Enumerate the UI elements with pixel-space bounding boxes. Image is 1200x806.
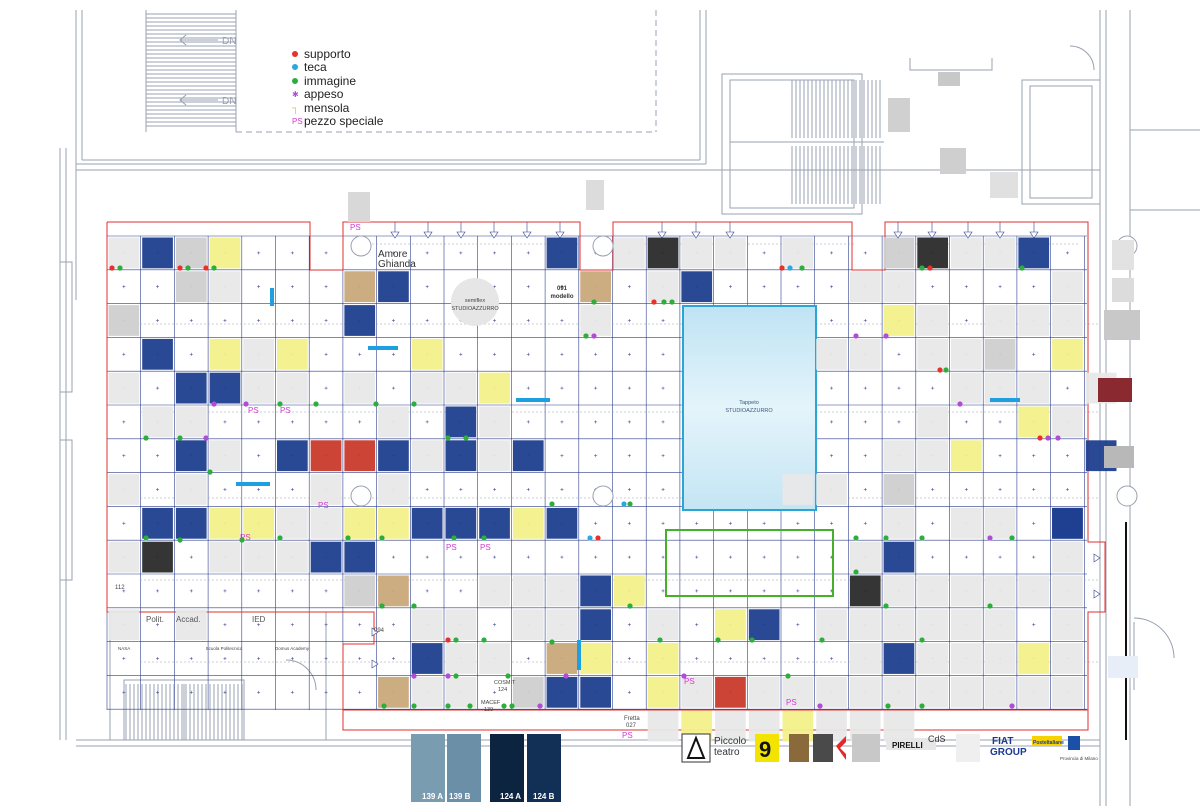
green-area (665, 529, 834, 597)
staircase-bottom (125, 684, 243, 740)
hanging-fixtures (371, 222, 1101, 669)
legend-marker-icon: ┐ (292, 102, 300, 114)
poster-124b: 124 B (533, 792, 555, 801)
ps-marker: PS (280, 406, 291, 415)
legend-label: pezzo speciale (304, 113, 384, 128)
right-side-items (348, 72, 1140, 740)
legend-item: ┐ mensola (292, 100, 383, 115)
piccolo-label-2: teatro (714, 747, 740, 758)
ps-marker: PS (684, 677, 695, 686)
accad-label: Accad. (176, 615, 200, 624)
nasa-label: NASA (118, 646, 130, 651)
label-112: 112 (115, 585, 125, 591)
macef-label: MACEF (481, 700, 501, 706)
semiflex-label-1: semiflex (465, 298, 485, 304)
legend-marker-icon: PS (292, 116, 303, 126)
ghianda-label: Ghianda (378, 259, 416, 270)
semiflex-label-2: STUDIOAZZURRO (451, 306, 499, 312)
ps-marker: PS (480, 543, 491, 552)
poste-logo: PosteItaliane (1033, 740, 1064, 746)
tappeto-label-1: Tappeto (739, 400, 759, 406)
ps-marker: PS (240, 533, 251, 542)
exhibit-thumbnails (108, 237, 1117, 742)
plan-labels: Amore Ghianda 091 modello Polit. Accad. … (115, 249, 640, 729)
legend-label: supporto (304, 47, 351, 61)
poster-124a: 124 A (500, 792, 521, 801)
domus-label: Domus Academy (275, 646, 310, 651)
scuola-label: Scuola Politecnica (206, 646, 243, 651)
ps-marker: PS (318, 501, 329, 510)
pezzo-speciale-markers: PS PS PS PS PS PS PS PS PS PS (240, 223, 797, 740)
staircase-top (145, 10, 237, 132)
legend-label: teca (304, 60, 327, 75)
highlight-bars (236, 288, 1020, 670)
semiflex-circle: semiflex STUDIOAZZURRO (451, 278, 499, 326)
sponsor-logos: Piccolo teatro 9 PIRELLI CdS FIAT GROUP … (681, 733, 1098, 763)
fiat-logo: FIAT (992, 736, 1013, 747)
svg-text:9: 9 (759, 737, 771, 762)
modello-number: 091 (557, 286, 568, 292)
polit-label: Polit. (146, 615, 164, 624)
cosmit-number: 124 (498, 687, 507, 693)
ps-marker: PS (248, 406, 259, 415)
cds-label: CdS (928, 734, 946, 744)
poster-139a: 139 A (422, 792, 443, 801)
cosmit-label: COSMIT (494, 680, 516, 686)
macef-number: 139 (484, 707, 493, 713)
fretta-number: 027 (626, 723, 637, 729)
dn-label: DN (222, 96, 236, 107)
legend-marker-icon (292, 48, 304, 61)
ps-marker: PS (350, 223, 361, 232)
modello-label: modello (550, 294, 573, 300)
bottom-posters: 139 A 139 B 124 A 124 B (411, 734, 561, 802)
fretta-label: Fretta (624, 716, 640, 722)
group-logo: GROUP (990, 747, 1027, 758)
legend-label: mensola (304, 100, 350, 115)
pirelli-logo: PIRELLI (892, 741, 923, 750)
status-dots (109, 265, 1061, 709)
legend-marker-icon (292, 75, 304, 88)
amore-label: Amore (378, 249, 408, 260)
tappeto-label-2: STUDIOAZZURRO (725, 408, 773, 414)
poster-139b: 139 B (449, 792, 471, 801)
staircase-right (730, 80, 884, 204)
ps-marker: PS (622, 731, 633, 740)
legend-item: immagine (292, 73, 383, 88)
legend-marker-icon: ✱ (292, 90, 299, 100)
ps-marker: PS (786, 698, 797, 707)
down-arrow-1: DN (179, 34, 236, 47)
piccolo-label-1: Piccolo (714, 736, 747, 747)
legend-marker-icon (292, 61, 304, 74)
legend-label: immagine (304, 73, 357, 88)
ied-label: IED (252, 615, 266, 624)
legend-item: teca (292, 60, 383, 75)
legend-label: appeso (304, 87, 344, 102)
exhibit-perimeter (106, 221, 1106, 731)
label-094: 094 (374, 628, 385, 634)
dn-label: DN (222, 36, 236, 47)
ps-marker: PS (446, 543, 457, 552)
provincia-label: Provincia di Milano (1060, 756, 1098, 761)
down-arrow-2: DN (179, 94, 236, 107)
legend-item: ✱ appeso (292, 87, 383, 102)
legend-item: supporto (292, 47, 383, 61)
